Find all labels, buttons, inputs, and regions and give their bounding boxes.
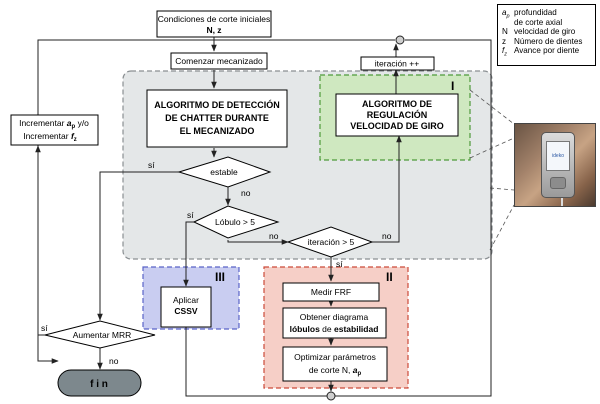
apply-cssv-box	[160, 286, 212, 328]
edge-lobe-no	[227, 239, 289, 245]
pda-keypad	[550, 177, 566, 189]
optimize-parameters-box	[282, 346, 388, 382]
initial-conditions-line2: N, z	[206, 25, 221, 35]
iteration-decision-label: iteración > 5	[308, 237, 355, 247]
optimize-parameters-line2: de corte N, ap	[309, 365, 362, 377]
label-iter-no: no	[382, 231, 392, 241]
device-photo: ideko	[514, 123, 596, 207]
increment-box	[10, 114, 99, 146]
speed-regulation-line2: REGULACIÓN	[367, 109, 428, 120]
increment-line2: Incrementar fz	[23, 131, 77, 143]
chatter-algorithm-line3: EL MECANIZADO	[180, 126, 255, 136]
stable-decision	[177, 156, 272, 188]
stability-diagram-line1: Obtener diagrama	[300, 312, 369, 322]
iteration-increment-box	[360, 56, 435, 71]
end-terminal	[57, 369, 142, 397]
edge-cssv-to-bottom	[185, 327, 327, 397]
chatter-algorithm-line1: ALGORITMO DE DETECCIÓN	[154, 99, 280, 110]
device-connector-lines	[469, 89, 515, 251]
junction-bottom	[326, 391, 336, 401]
junction-top	[395, 35, 405, 45]
stability-diagram-line2: lóbulos de estabilidad	[290, 324, 379, 334]
apply-cssv-line2: CSSV	[174, 306, 197, 316]
pda-device: ideko	[541, 132, 575, 198]
chatter-algorithm-line2: DE CHATTER DURANTE	[165, 113, 269, 123]
edge-iter-no	[372, 135, 402, 243]
legend-item-n: N velocidad de giro	[502, 27, 592, 37]
start-machining-label: Comenzar mecanizado	[175, 56, 263, 66]
legend-text: Número de dientes	[514, 36, 583, 46]
legend-symbol: z	[502, 36, 507, 46]
label-stable-no: no	[241, 188, 251, 198]
end-terminal-label: f i n	[90, 379, 108, 390]
legend-symbol: fz	[502, 46, 507, 58]
increase-mrr-label: Aumentar MRR	[73, 330, 132, 340]
region-three-label: III	[215, 270, 225, 284]
legend-symbol: N	[502, 27, 508, 37]
legend-item-fz: fz Avance por diente	[502, 46, 592, 60]
increment-line1: Incrementar ap y/o	[19, 118, 89, 130]
edge-feedback-right	[335, 39, 492, 397]
legend-symbol: ap	[502, 8, 510, 20]
speed-regulation-box	[335, 93, 459, 137]
measure-frf-box	[282, 282, 380, 302]
legend-text: Avance por diente	[514, 46, 580, 56]
label-lobe-yes: sí	[187, 210, 194, 220]
iteration-increment-label: iteración ++	[375, 59, 419, 69]
legend-text: velocidad de giro	[514, 27, 576, 37]
apply-cssv-line1: Aplicar	[173, 295, 199, 305]
stability-diagram-box	[282, 307, 387, 339]
speed-regulation-line1: ALGORITMO DE	[362, 99, 432, 109]
speed-regulation-line3: VELOCIDAD DE GIRO	[350, 121, 444, 131]
edge-lobe-yes	[183, 221, 194, 287]
stable-decision-label: estable	[210, 167, 238, 177]
label-mrr-yes: sí	[41, 323, 48, 333]
label-stable-yes: sí	[148, 160, 155, 170]
label-lobe-no: no	[269, 231, 279, 241]
optimize-parameters-line1: Optimizar parámetros	[294, 352, 376, 362]
pda-screen: ideko	[546, 141, 570, 171]
iteration-decision	[286, 226, 374, 258]
pda-cable	[561, 198, 563, 206]
region-two-label: II	[386, 270, 393, 284]
region-one-label: I	[451, 79, 454, 93]
measure-frf-label: Medir FRF	[311, 287, 351, 297]
label-iter-yes: sí	[336, 259, 343, 269]
lobe-decision-label: Lóbulo > 5	[215, 217, 255, 227]
chatter-algorithm-box	[146, 89, 288, 148]
label-mrr-no: no	[109, 356, 119, 366]
increase-mrr-decision	[44, 320, 156, 349]
edge-stable-yes	[97, 171, 179, 321]
legend-item-z: z Número de dientes	[502, 37, 592, 47]
initial-conditions-line1: Condiciones de corte iniciales	[158, 14, 270, 24]
initial-conditions-box	[156, 10, 272, 38]
lobe-decision	[192, 205, 280, 239]
start-machining-box	[170, 52, 268, 70]
